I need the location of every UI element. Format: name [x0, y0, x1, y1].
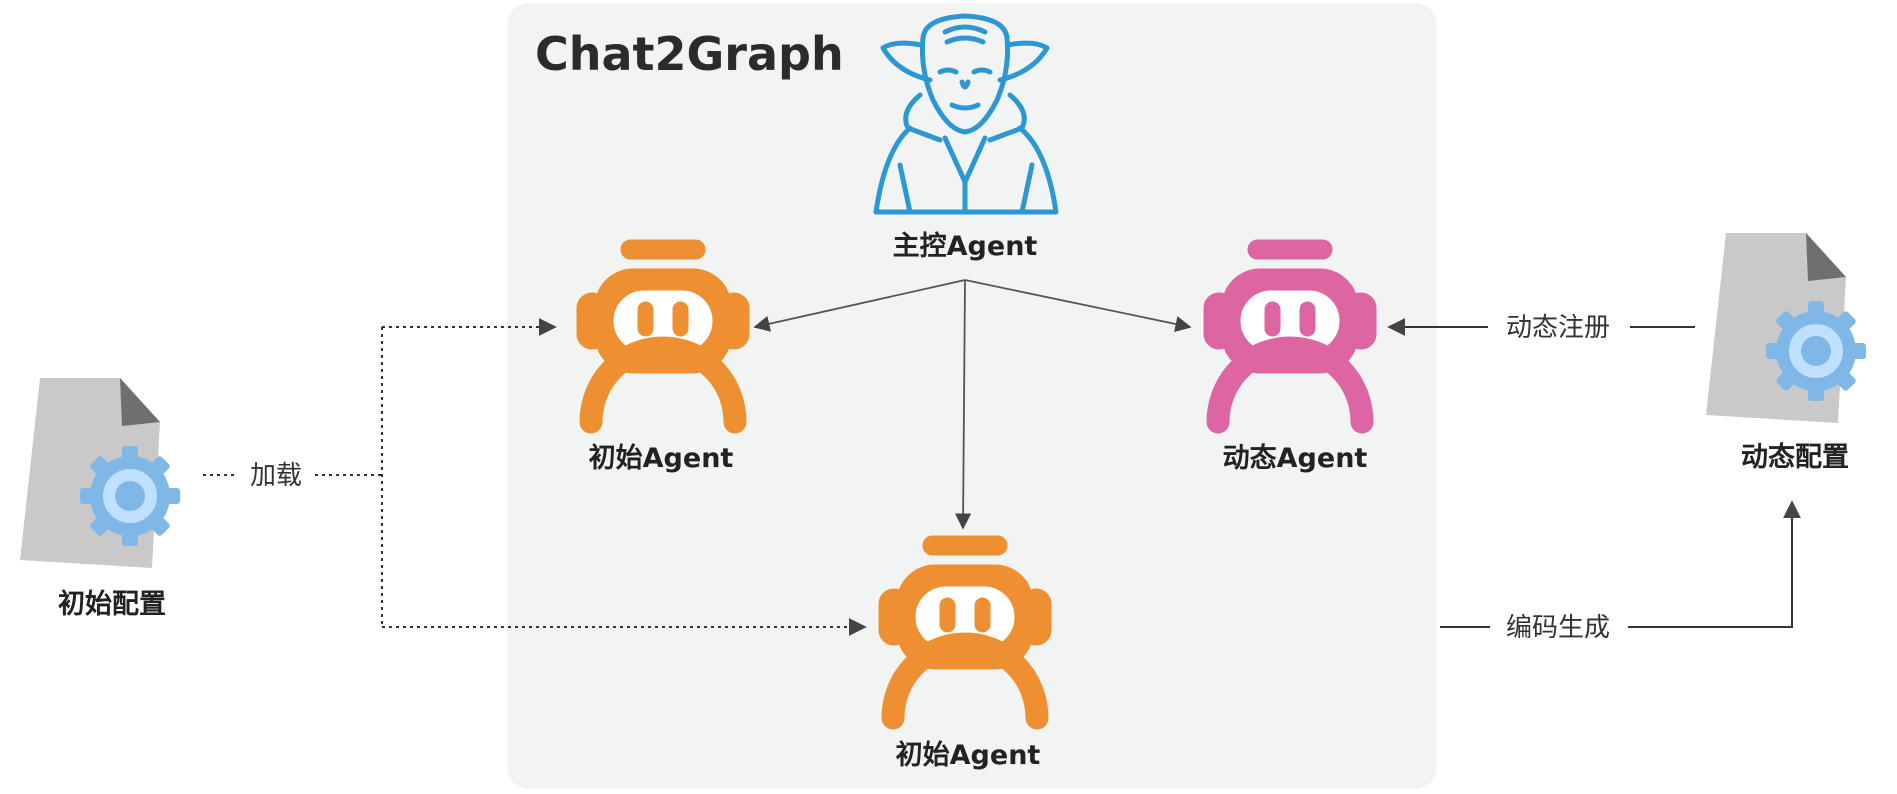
- dynamic-config-file-icon: [1706, 233, 1866, 423]
- dynamic-config-label: 动态配置: [1741, 442, 1849, 473]
- code-generate-edge-label: 编码生成: [1506, 613, 1610, 643]
- container-title: Chat2Graph: [535, 27, 844, 81]
- dynamic-register-edge-label: 动态注册: [1506, 313, 1610, 343]
- load-edge: [203, 318, 867, 636]
- load-edge-label: 加载: [250, 461, 302, 491]
- master-agent-label: 主控Agent: [893, 231, 1038, 262]
- initial-config-file-icon: [20, 378, 180, 568]
- initial-agent-bottom-label: 初始Agent: [896, 739, 1041, 771]
- master-agent-icon: [873, 13, 1059, 215]
- code-generate-edge: [1440, 500, 1801, 628]
- chat2graph-container: [507, 3, 1437, 789]
- dynamic-agent-label: 动态Agent: [1223, 443, 1368, 474]
- initial-agent-top-label: 初始Agent: [589, 442, 734, 474]
- master-to-agents-edges: [753, 279, 1192, 530]
- initial-config-label: 初始配置: [58, 588, 166, 620]
